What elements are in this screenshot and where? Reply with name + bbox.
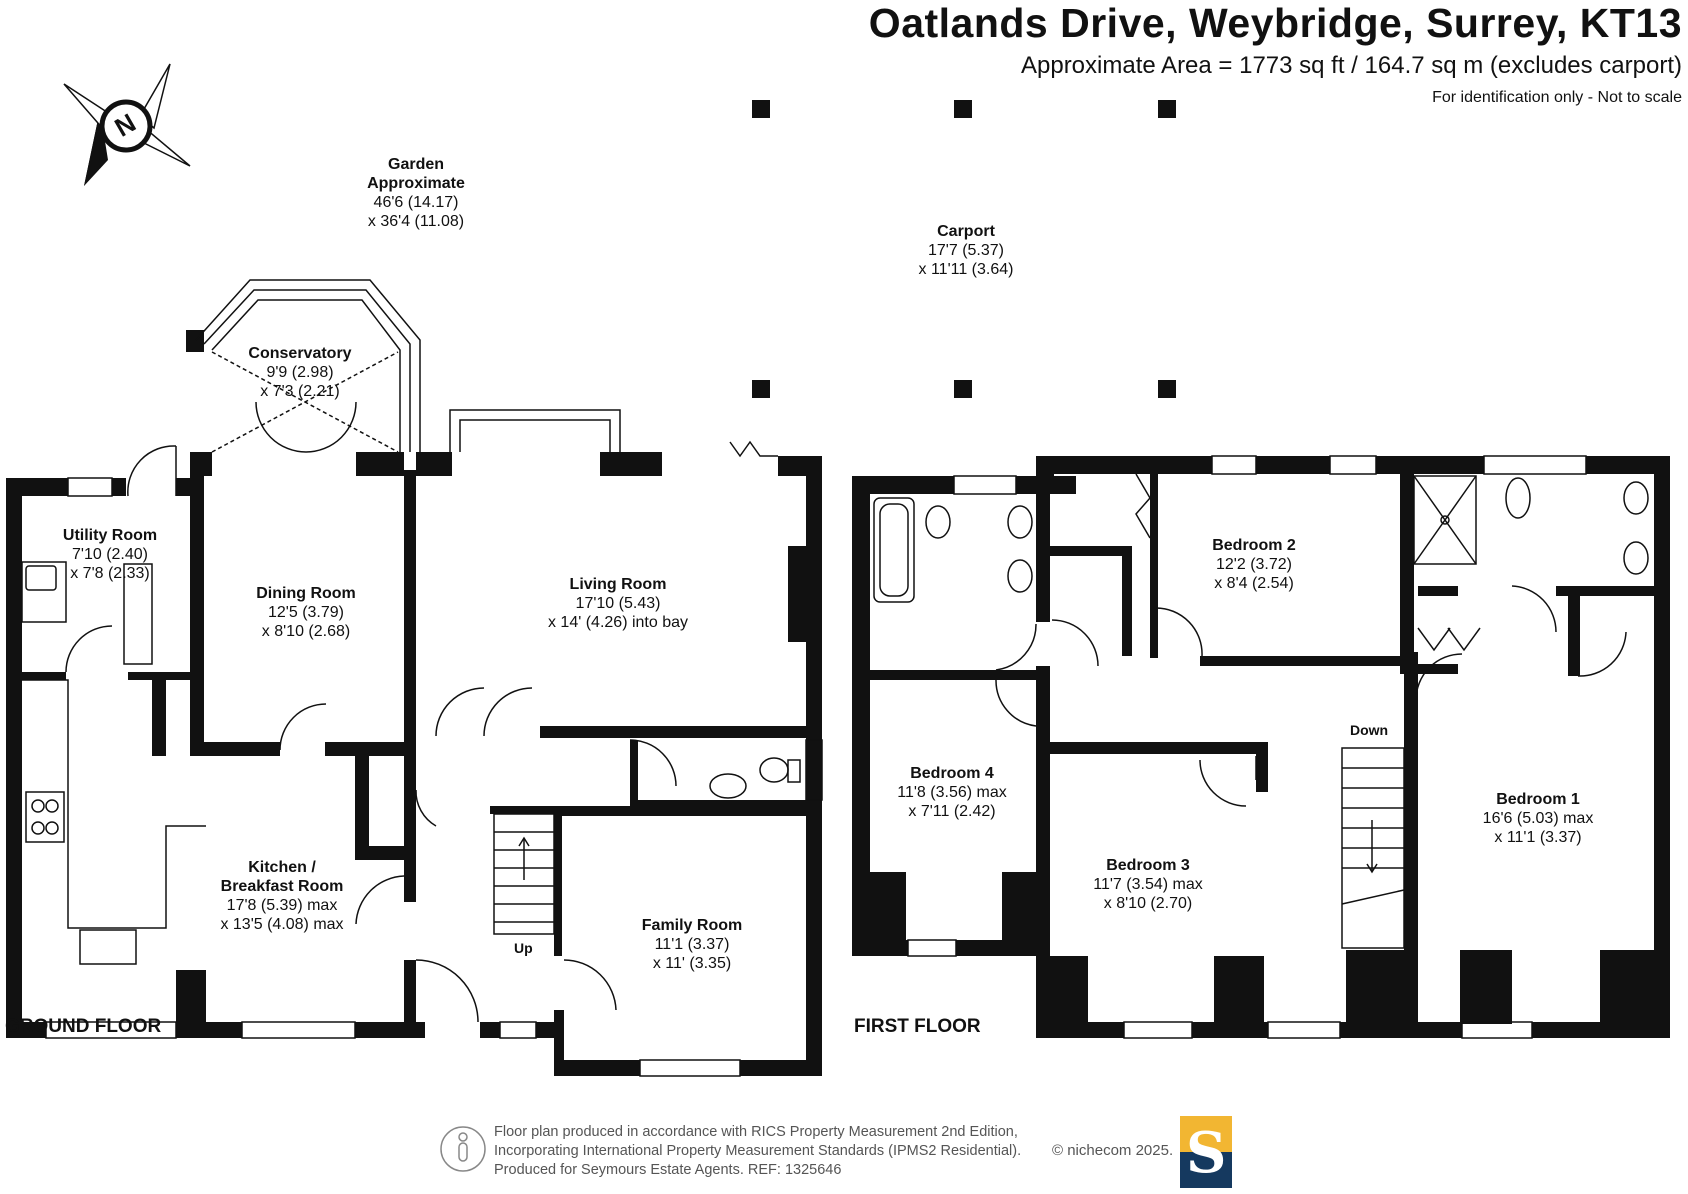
rics-person-icon: [440, 1126, 486, 1172]
identification-note: For identification only - Not to scale: [1432, 89, 1682, 106]
garden-label: Garden Approximate 46'6 (14.17) x 36'4 (…: [367, 156, 465, 230]
bedroom-1-label: Bedroom 1 16'6 (5.03) max x 11'1 (3.37): [1482, 791, 1594, 846]
carport-label: Carport 17'7 (5.37) x 11'11 (3.64): [918, 223, 1014, 278]
conservatory-label: Conservatory 9'9 (2.98) x 7'3 (2.21): [248, 345, 352, 400]
dining-room-label: Dining Room 12'5 (3.79) x 8'10 (2.68): [256, 585, 356, 640]
logo-letter: S: [1186, 1120, 1227, 1186]
seymours-logo: [1180, 1116, 1232, 1188]
first-floor-label: FIRST FLOOR: [854, 1016, 981, 1037]
ground-floor-fixtures: [21, 279, 823, 1077]
approximate-area: Approximate Area = 1773 sq ft / 164.7 sq…: [1020, 52, 1682, 79]
bedroom-3-label: Bedroom 3 11'7 (3.54) max x 8'10 (2.70): [1093, 857, 1203, 912]
family-room-label: Family Room 11'1 (3.37) x 11' (3.35): [641, 917, 743, 972]
stairs-down-label: Down: [1350, 722, 1389, 738]
ground-floor-walls: [6, 330, 822, 1076]
stairs-up-label: Up: [514, 940, 533, 956]
carport-posts: [752, 100, 1176, 398]
property-title: Oatlands Drive, Weybridge, Surrey, KT13: [868, 0, 1682, 46]
footer-text: Floor plan produced in accordance with R…: [494, 1124, 1022, 1178]
north-compass-icon: [63, 63, 191, 186]
first-floor-fixtures: [873, 455, 1649, 1039]
kitchen-label: Kitchen / Breakfast Room 17'8 (5.39) max…: [220, 859, 344, 933]
first-floor-walls: [852, 456, 1670, 1038]
bedroom-2-label: Bedroom 2 12'2 (3.72) x 8'4 (2.54): [1212, 537, 1296, 592]
utility-room-label: Utility Room 7'10 (2.40) x 7'8 (2.33): [62, 527, 158, 582]
ground-floor-label: GROUND FLOOR: [5, 1016, 162, 1037]
living-room-label: Living Room 17'10 (5.43) x 14' (4.26) in…: [547, 576, 689, 631]
copyright-text: © nichecom 2025.: [1052, 1142, 1174, 1159]
bedroom-4-label: Bedroom 4 11'8 (3.56) max x 7'11 (2.42): [897, 765, 1007, 820]
